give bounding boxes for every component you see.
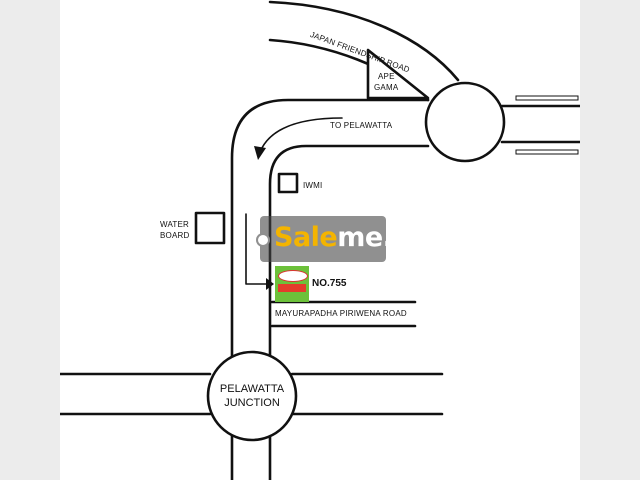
water-board-building [194, 211, 226, 245]
no-755-label: NO.755 [312, 278, 347, 289]
tag-hole-icon [256, 233, 270, 247]
to-pelawatta-label: TO PELAWATTA [330, 121, 393, 130]
direction-arrow-down-head [266, 278, 274, 290]
shop-logo-bar [278, 284, 306, 292]
location-map: JAPAN FRIENDSHIP ROAD APE GAMA TO PELAWA… [60, 0, 580, 480]
ape-gama-triangle [366, 48, 430, 100]
roundabout [424, 81, 506, 163]
east-road-marking-top [515, 95, 579, 101]
direction-arrow-turn [259, 117, 343, 153]
pelawatta-junction-label-line1: PELAWATTA [219, 383, 285, 395]
road-network [60, 0, 580, 480]
water-board-label-line2: BOARD [160, 231, 190, 240]
saleme-brand-part1: Sale [274, 222, 338, 253]
direction-arrow-down [245, 213, 269, 285]
pelawatta-road-outer-edge [230, 98, 430, 480]
saleme-watermark: Saleme.lk [256, 216, 419, 262]
east-road-marking-bottom [515, 149, 579, 155]
iwmi-label: IWMI [303, 181, 323, 190]
saleme-logo-text: Saleme.lk [274, 222, 419, 253]
mayurapadha-road-label: MAYURAPADHA PIRIWENA ROAD [275, 309, 407, 318]
saleme-brand-part2: me.lk [337, 222, 419, 253]
pelawatta-junction-circle [206, 350, 298, 442]
pelawatta-junction-label-line2: JUNCTION [224, 397, 280, 409]
ape-gama-label-line1: APE [378, 72, 395, 81]
japan-friendship-road-edge-upper [268, 0, 460, 82]
iwmi-building [277, 172, 299, 194]
pelawatta-road-inner-edge [268, 144, 430, 480]
direction-arrow-turn-head [254, 146, 266, 160]
ape-gama-label-line2: GAMA [374, 83, 399, 92]
shop-logo [275, 266, 309, 302]
water-board-label-line1: WATER [160, 220, 189, 229]
shop-logo-oval [278, 270, 308, 282]
